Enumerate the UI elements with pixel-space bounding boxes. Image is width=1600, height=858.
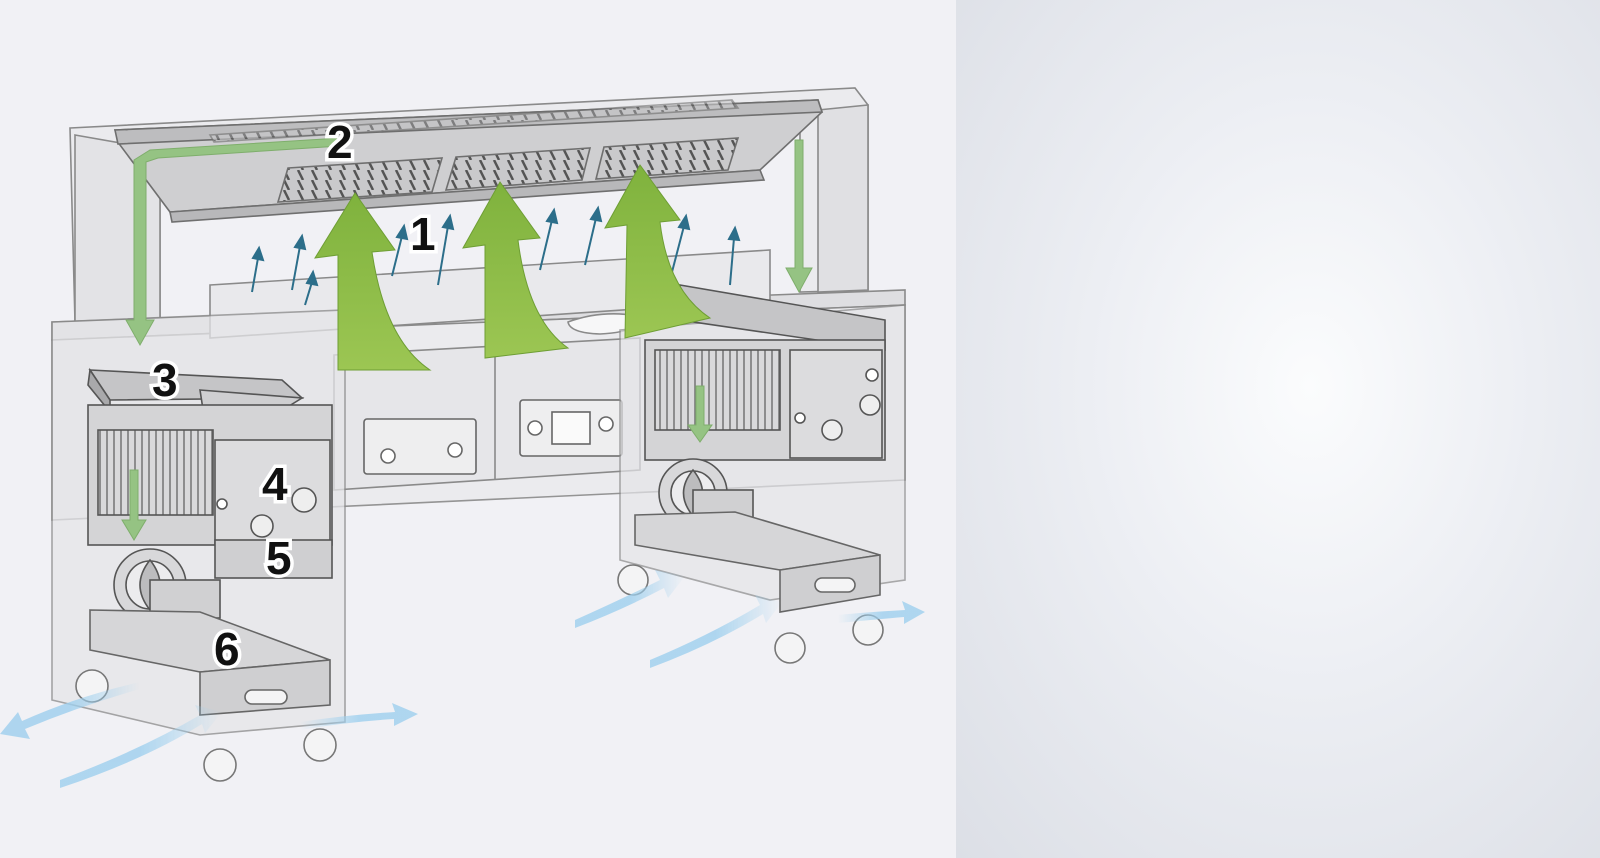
blue-heat-arrow: [584, 205, 603, 266]
blue-heat-arrow: [671, 213, 691, 273]
exhaust-flows: [0, 570, 925, 788]
control-knob-icon: [291, 487, 317, 513]
blue-heat-arrow: [291, 233, 307, 291]
fan-icon: [113, 548, 221, 622]
green-airflow-arrow: [604, 164, 712, 339]
caster-wheel-icon: [203, 748, 237, 782]
callout-1: 1: [410, 208, 436, 260]
blue-exhaust-arrow: [575, 570, 685, 628]
blue-heat-arrow: [391, 223, 409, 277]
green-duct-arrow: [785, 139, 813, 294]
heat-arrows: [251, 205, 741, 306]
control-knob-icon: [380, 448, 396, 464]
airflow-arrows: [314, 164, 712, 371]
blue-exhaust-arrow: [0, 682, 140, 739]
blue-exhaust-arrow: [300, 703, 418, 730]
control-knob-icon: [447, 442, 463, 458]
callout-6: 6: [214, 623, 240, 675]
right-grease-drawer: [634, 511, 881, 613]
control-knob-icon: [865, 368, 879, 382]
callout-5: 5: [266, 532, 292, 584]
control-knob-icon: [794, 412, 806, 424]
green-duct-arrow: [125, 137, 341, 347]
control-knob-icon: [821, 419, 843, 441]
blue-heat-arrow: [251, 245, 265, 293]
control-knob-icon: [216, 498, 228, 510]
green-duct-arrow: [121, 469, 147, 541]
control-knob-icon: [527, 420, 543, 436]
blue-heat-arrow: [304, 269, 319, 306]
green-airflow-arrow: [314, 192, 432, 371]
callout-3: 3: [152, 354, 178, 406]
blue-heat-arrow: [539, 207, 559, 271]
blue-exhaust-arrow: [60, 705, 222, 788]
background-panel: [956, 0, 1600, 858]
caster-wheel-icon: [774, 632, 806, 664]
right-filter-unit: [644, 284, 886, 461]
exhaust-hood: [113, 99, 824, 223]
control-knob-icon: [859, 394, 881, 416]
hood-filters: [276, 137, 740, 203]
right-casters: [617, 564, 884, 664]
blue-heat-arrow: [727, 225, 741, 286]
callout-2: 2: [327, 116, 353, 168]
front-control-panels: [363, 399, 623, 475]
control-knob-icon: [250, 514, 274, 538]
left-grease-drawer: [89, 609, 331, 716]
control-knob-icon: [598, 416, 614, 432]
green-airflow-arrow: [462, 181, 570, 359]
blue-exhaust-arrow: [650, 595, 782, 668]
caster-wheel-icon: [303, 728, 337, 762]
green-duct-arrow: [687, 385, 713, 443]
callout-4: 4: [262, 458, 288, 510]
blue-heat-arrow: [437, 213, 455, 286]
blue-exhaust-arrow: [838, 601, 925, 624]
duct-arrows: [121, 137, 813, 541]
